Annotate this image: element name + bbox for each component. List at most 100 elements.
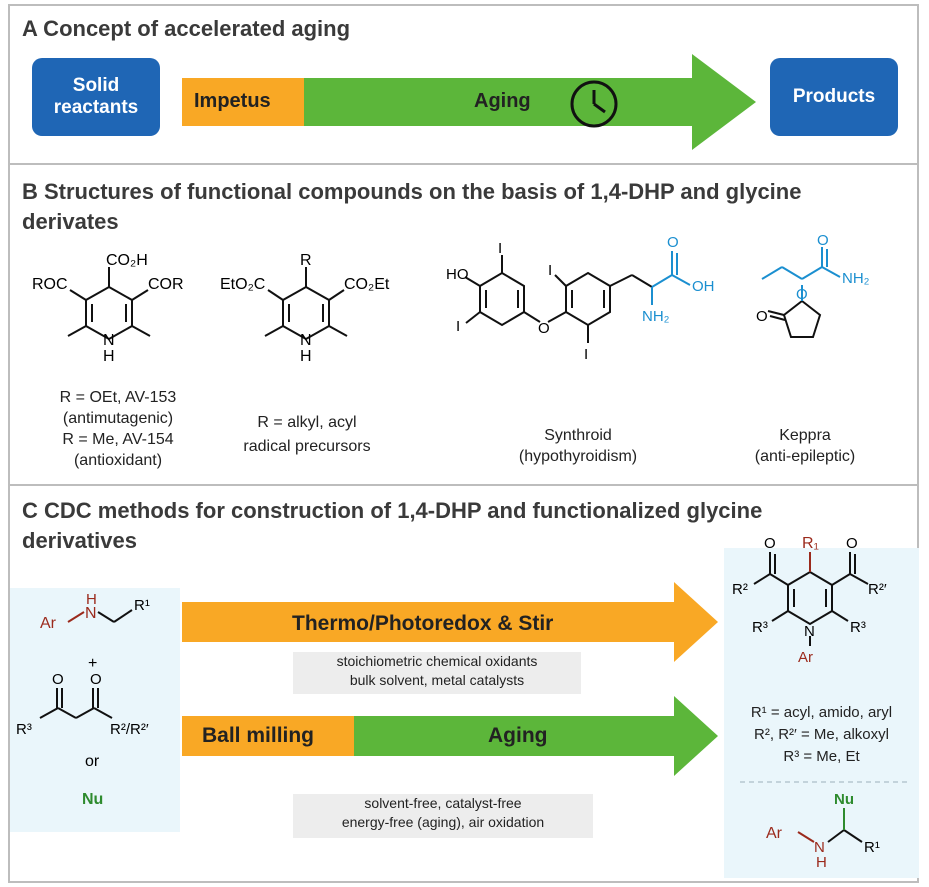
synthroid-nh2-label: NH₂ — [642, 308, 670, 325]
compound-3-caption: Synthroid (hypothyroidism) — [498, 425, 658, 467]
thermo-arrow-label: Thermo/Photoredox & Stir — [292, 612, 554, 635]
products-label: Products — [792, 86, 876, 107]
bottom-note-line1: solvent-free, catalyst-free — [364, 795, 522, 811]
ar-label-glycine: Ar — [766, 825, 783, 842]
n-label-product: N — [804, 623, 815, 640]
iodine-label-3: I — [548, 262, 552, 279]
product-condition-r1: R¹ = acyl, amido, aryl — [750, 704, 893, 721]
cor-label: COR — [148, 276, 184, 293]
dhp-product — [753, 552, 869, 646]
aging-segment-c — [354, 696, 718, 776]
panel-c-title-line2: derivatives — [22, 528, 137, 553]
panel-b-title-line2: derivates — [22, 209, 119, 234]
r1-label-product: R₁ — [802, 535, 819, 552]
amine-reactant — [67, 609, 133, 623]
aging-label-c: Aging — [488, 724, 548, 747]
r1-label-glycine: R¹ — [864, 839, 880, 856]
product-conditions: R¹ = acyl, amido, aryl R², R²′ = Me, alk… — [724, 702, 919, 768]
glycine-product — [797, 808, 863, 843]
compound-4-caption-line1: Keppra — [779, 427, 831, 444]
compound-3-caption-line2: (hypothyroidism) — [518, 448, 638, 465]
panel-c-title-line1: C CDC methods for construction of 1,4-DH… — [22, 498, 763, 523]
n-label-reactant: N — [85, 605, 97, 622]
nu-label-product: Nu — [834, 791, 854, 808]
plus-sign: + — [88, 655, 97, 672]
r2p-label-product: R²′ — [868, 581, 887, 598]
impetus-label: Impetus — [194, 90, 271, 112]
ar-label-product: Ar — [798, 649, 813, 666]
panel-a: A Concept of accelerated aging Solid rea… — [8, 4, 919, 165]
synthroid-structure — [464, 255, 653, 343]
aging-segment — [304, 54, 756, 150]
r3-label-product-2: R³ — [850, 619, 866, 636]
keppra-nh2-label: NH₂ — [842, 270, 870, 287]
bottom-note-line2: energy-free (aging), air oxidation — [341, 814, 545, 830]
diketone-reactant — [39, 688, 113, 719]
o-label-diketone-1: O — [52, 671, 64, 688]
compound-1-caption-line1: R = OEt, AV-153 — [59, 389, 177, 406]
iodine-label-4: I — [584, 346, 588, 363]
compound-1-caption-line3: R = Me, AV-154 — [62, 431, 174, 448]
product-condition-r2: R², R²′ = Me, alkoxyl — [754, 726, 889, 743]
keppra-amide — [761, 247, 841, 301]
clock-icon — [570, 80, 618, 128]
o-label-product-2: O — [846, 535, 858, 552]
products-panel — [724, 548, 919, 878]
top-note-line2: bulk solvent, metal catalysts — [349, 672, 525, 688]
compound-2-caption-line1: R = alkyl, acyl — [257, 414, 357, 431]
thermo-arrow — [182, 582, 718, 662]
ball-milling-segment — [182, 716, 354, 756]
h-label-2: H — [300, 348, 312, 365]
compound-3-caption-line1: Synthroid — [544, 427, 612, 444]
solid-reactants-line1: Solid — [72, 75, 120, 96]
r2r2-label-diketone: R²/R²′ — [110, 721, 149, 738]
panel-b: B Structures of functional compounds on … — [8, 165, 919, 486]
keppra-n-label: O — [796, 286, 808, 303]
panel-c: C CDC methods for construction of 1,4-DH… — [8, 486, 919, 883]
r3-label-diketone: R³ — [16, 721, 32, 738]
aging-label: Aging — [474, 90, 531, 112]
bottom-note: solvent-free, catalyst-free energy-free … — [293, 794, 593, 838]
synthroid-aminoacid — [651, 251, 691, 305]
compound-4-caption: Keppra (anti-epileptic) — [740, 425, 870, 467]
solid-reactants-box: Solid reactants — [32, 58, 160, 136]
top-note: stoichiometric chemical oxidants bulk so… — [293, 652, 581, 694]
co2et-label: CO₂Et — [344, 276, 390, 293]
structures-svg: CO₂H ROC COR N H R EtO₂C CO₂Et N H — [32, 232, 870, 365]
or-label: or — [85, 753, 100, 770]
r3-label-product-1: R³ — [752, 619, 768, 636]
r2-label-product: R² — [732, 581, 748, 598]
co2h-label-1: CO₂H — [106, 252, 148, 269]
compound-1-caption-line2: (antimutagenic) — [62, 410, 174, 427]
reaction-svg: Ar H N R¹ + O O R³ R²/R²′ or Nu — [16, 535, 910, 871]
synthroid-o-label: O — [667, 234, 679, 251]
n-label-2: N — [300, 332, 312, 349]
ether-o-label: O — [538, 320, 550, 337]
keppra-structure — [767, 299, 822, 338]
iodine-label-2: I — [456, 318, 460, 335]
compound-4-caption-line2: (anti-epileptic) — [754, 448, 856, 465]
iodine-label-1: I — [498, 240, 502, 257]
panel-a-title: A Concept of accelerated aging — [22, 16, 351, 41]
o-label-product-1: O — [764, 535, 776, 552]
products-box: Products — [770, 58, 898, 136]
keppra-amide-o-label: O — [817, 232, 829, 249]
dhp-structure-1 — [67, 267, 151, 341]
compound-1-caption: R = OEt, AV-153 (antimutagenic) R = Me, … — [28, 387, 208, 471]
eto2c-label: EtO₂C — [220, 276, 265, 293]
product-condition-r3: R³ = Me, Et — [783, 748, 860, 765]
o-label-diketone-2: O — [90, 671, 102, 688]
r-label-2: R — [300, 252, 312, 269]
compound-1-caption-line4: (antioxidant) — [73, 452, 163, 469]
n-label-1: N — [103, 332, 115, 349]
ball-milling-label: Ball milling — [202, 724, 315, 747]
reactants-box — [10, 588, 180, 832]
dhp-structure-2 — [264, 267, 348, 341]
compound-2-caption: R = alkyl, acyl radical precursors — [222, 411, 392, 459]
ho-label: HO — [446, 266, 469, 283]
n-label-glycine: N — [814, 839, 825, 856]
h-label-reactant: H — [86, 591, 97, 608]
h-label-1: H — [103, 348, 115, 365]
h-label-glycine: H — [816, 854, 827, 871]
impetus-segment — [182, 78, 304, 126]
